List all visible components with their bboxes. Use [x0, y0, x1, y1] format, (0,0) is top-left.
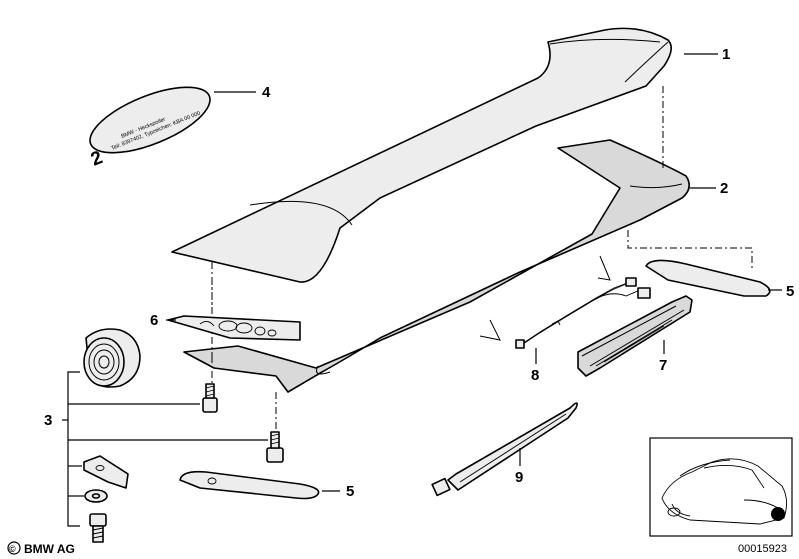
callout-2: 2 — [720, 180, 728, 197]
clip-nut[interactable] — [83, 455, 129, 489]
screw-upper[interactable] — [202, 383, 218, 413]
fastener-set[interactable] — [62, 328, 284, 543]
rear-spoiler-base[interactable] — [183, 139, 690, 393]
callout-numbers: 1 2 3 4 5 5 6 7 8 9 — [44, 46, 794, 500]
leader-lines — [166, 53, 782, 492]
callout-1: 1 — [722, 46, 730, 63]
diagram-number: 00015923 — [738, 543, 787, 555]
footer: © BMW AG 00015923 — [7, 541, 787, 556]
rubber-cap[interactable] — [83, 328, 141, 388]
cover-strip-right[interactable] — [645, 259, 771, 297]
callout-7: 7 — [659, 357, 667, 374]
cable-tie[interactable] — [431, 402, 578, 497]
copyright-text: BMW AG — [24, 542, 75, 556]
screw-bottom[interactable] — [89, 513, 107, 543]
cover-strip-bottom[interactable] — [179, 470, 320, 500]
car-thumbnail — [649, 437, 793, 537]
gasket-strip[interactable] — [167, 315, 301, 341]
washer[interactable] — [84, 489, 108, 503]
callout-3: 3 — [44, 412, 52, 429]
location-marker — [771, 507, 785, 521]
screw-lower[interactable] — [266, 431, 284, 463]
copyright-symbol: © — [9, 544, 16, 554]
callout-4: 4 — [262, 84, 271, 101]
third-brake-light[interactable] — [577, 295, 693, 377]
wiring-harness[interactable] — [515, 277, 651, 349]
callout-9: 9 — [515, 469, 523, 486]
callout-8: 8 — [531, 367, 539, 384]
callout-6: 6 — [150, 312, 158, 329]
label-plate: 2 BMW - Heckspoiler Teil: 8397402, Typze… — [88, 86, 211, 171]
rear-spoiler-upper[interactable] — [171, 27, 672, 283]
callout-5-right: 5 — [786, 283, 794, 300]
callout-5-bottom: 5 — [346, 483, 354, 500]
